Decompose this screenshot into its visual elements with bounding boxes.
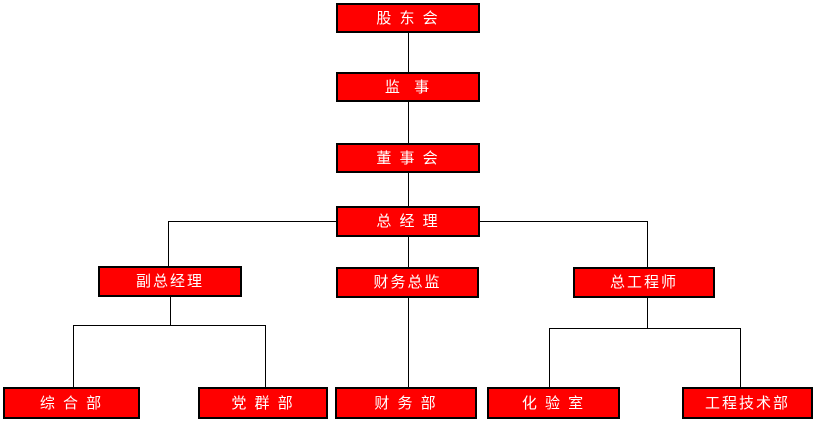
org-node-general-manager: 总 经 理 (336, 206, 480, 237)
org-node-deputy-general-manager: 副总经理 (98, 266, 242, 297)
connector-drop-to-general-dept (73, 325, 74, 387)
org-node-chief-engineer: 总工程师 (573, 267, 715, 298)
org-node-board-of-directors: 董 事 会 (336, 143, 480, 173)
connector-gm-left-branch (168, 221, 336, 222)
connector-gm-finance-director (408, 237, 409, 267)
connector-chief-engineer-stem (647, 298, 648, 328)
org-node-general-affairs-dept: 综 合 部 (3, 387, 140, 419)
connector-gm-right-branch (479, 221, 647, 222)
connector-drop-to-engineering-dept (740, 328, 741, 387)
connector-drop-to-chief-engineer (647, 221, 648, 267)
connector-supervisors-board (408, 102, 409, 143)
connector-dgm-stem (170, 297, 171, 325)
org-node-finance-dept: 财 务 部 (335, 387, 477, 419)
org-node-laboratory: 化 验 室 (487, 387, 620, 419)
connector-board-gm (408, 173, 409, 206)
connector-finance-director-finance-dept (408, 298, 409, 387)
org-node-engineering-tech-dept: 工程技术部 (682, 387, 813, 419)
connector-dgm-children-bar (73, 325, 266, 326)
connector-drop-to-laboratory (549, 328, 550, 387)
org-node-finance-director: 财务总监 (336, 267, 479, 298)
connector-shareholders-supervisors (408, 33, 409, 72)
org-node-shareholders: 股 东 会 (336, 3, 480, 33)
connector-drop-to-party-dept (265, 325, 266, 387)
org-node-supervisors: 监 事 (336, 72, 480, 102)
org-node-party-mass-dept: 党 群 部 (198, 387, 328, 419)
connector-drop-to-dgm (168, 221, 169, 266)
connector-chief-engineer-children-bar (549, 328, 741, 329)
